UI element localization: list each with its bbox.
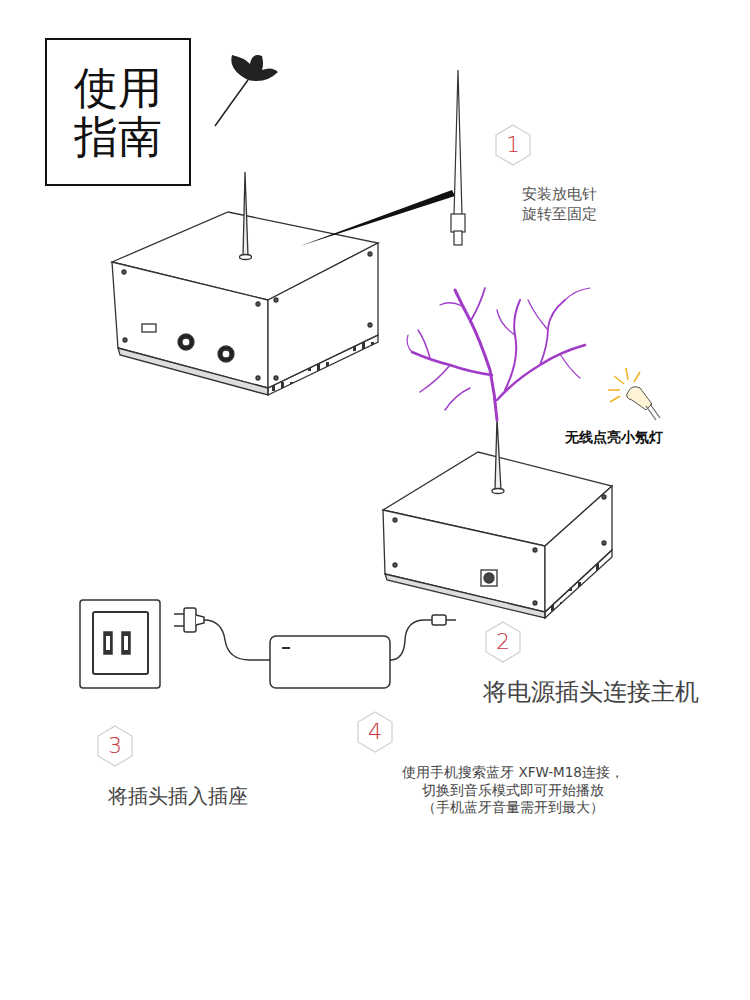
title-box: 使用 指南 [45, 38, 191, 186]
device-two [383, 418, 612, 618]
guide-title: 使用 指南 [68, 63, 168, 162]
callout-number: 4 [368, 719, 382, 745]
ginkgo-leaf [215, 55, 278, 126]
step-note: 将电源插头连接主机 [483, 678, 699, 707]
neon-bulb [608, 368, 660, 420]
wall-socket [80, 600, 160, 688]
plasma-arc [407, 288, 590, 420]
step-note: 安装放电针 旋转至固定 [522, 184, 632, 225]
callout-number: 3 [108, 733, 122, 759]
power-adapter [174, 608, 456, 688]
device-one [112, 172, 378, 395]
discharge-pin [451, 70, 465, 245]
callout-number: 2 [496, 629, 510, 655]
step-note: 使用手机搜索蓝牙 XFW-M18连接， 切换到音乐模式即可开始播放 （手机蓝牙音… [383, 764, 643, 817]
callout-hexagons [98, 125, 530, 766]
callout-number: 1 [506, 132, 520, 158]
feature-note: 无线点亮小氖灯 [565, 429, 663, 446]
step-note: 将插头插入插座 [108, 784, 248, 808]
pointer-arrow [300, 190, 455, 246]
